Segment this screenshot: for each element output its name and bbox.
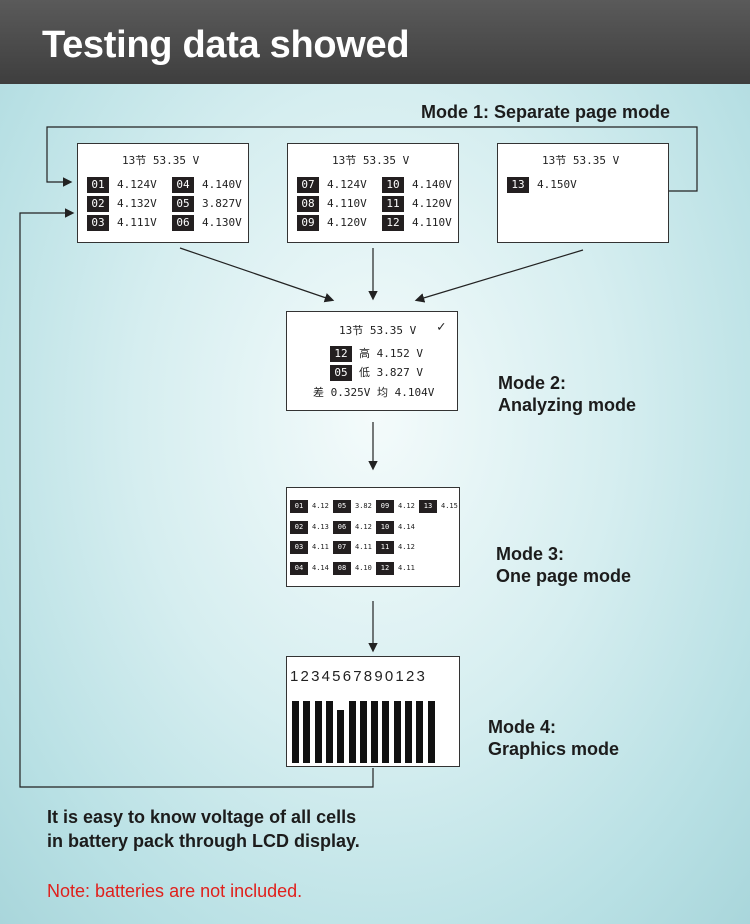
cell-id-badge: 07 (297, 177, 319, 193)
header-banner: Testing data showed (0, 0, 750, 84)
cell-id-badge: 13 (507, 177, 529, 193)
cell-voltage: 4.111V (117, 216, 157, 229)
mode4-screen: 1234567890123 (286, 656, 460, 767)
cell-number-row: 1234567890123 (290, 668, 428, 685)
cell-voltage: 4.10 (355, 563, 372, 572)
voltage-bar (314, 701, 322, 763)
cell-voltage: 4.124V (327, 178, 367, 191)
cell-voltage: 4.11 (312, 543, 329, 551)
cell-id-badge: 01 (290, 500, 308, 513)
mode3-screen: 01 4.12 05 3.82 09 4.12 13 4.15 02 4.13 06 4.12 10 4.… (286, 487, 460, 587)
cell-id-badge: 03 (87, 215, 109, 231)
cell-voltage: 4.132V (117, 197, 157, 210)
lcd-title: 13节 53.35 V (339, 324, 417, 337)
diff-average: 差 0.325V 均 4.104V (313, 386, 435, 399)
cell-id-badge: 05 (172, 196, 194, 212)
cell-voltage: 3.827V (202, 197, 242, 210)
low-cell-id: 05 (330, 365, 352, 381)
mode2-label-line2: Analyzing mode (498, 395, 637, 415)
cell-voltage: 4.12 (398, 502, 415, 510)
cell-id-badge: 02 (290, 520, 308, 534)
cell-voltage: 3.82 (355, 502, 372, 510)
cell-voltage: 4.13 (312, 522, 329, 531)
mode1-screen-1: 13节 53.35 V 01 4.124V 04 4.140V 02 4.132V 05 3.… (77, 143, 249, 243)
cell-id-badge: 07 (333, 541, 351, 554)
lcd-title: 13节 53.35 V (332, 154, 410, 167)
voltage-bar (382, 701, 390, 763)
cell-id-badge: 04 (290, 561, 308, 575)
cell-id-badge: 03 (290, 541, 308, 554)
caption-line2: in battery pack through LCD display. (47, 831, 360, 851)
voltage-bar (371, 701, 379, 763)
mode1-label: Mode 1: Separate page mode (421, 102, 671, 122)
mode3-label-line2: One page mode (496, 566, 632, 586)
cell-id-badge: 08 (333, 561, 351, 575)
caption-line1: It is easy to know voltage of all cells (47, 807, 357, 827)
mode2-label: Mode 2: Analyzing mode (498, 372, 636, 416)
note: Note: batteries are not included. (47, 881, 303, 901)
mode1-screen-2: 13节 53.35 V 07 4.124V 10 4.140V 08 4.110V 11 4.… (287, 143, 459, 243)
voltage-bar (405, 701, 412, 763)
cell-id-badge: 11 (382, 196, 404, 212)
lcd-title: 13节 53.35 V (542, 154, 620, 167)
voltage-bar (325, 701, 333, 763)
cell-voltage: 4.12 (355, 522, 372, 531)
voltage-bar (393, 701, 401, 763)
cell-voltage: 4.12 (398, 543, 415, 551)
cell-voltage: 4.14 (398, 522, 415, 531)
mode2-screen: 13节 53.35 V ✓ 12 高 4.152 V 05 低 3.827 V … (286, 311, 458, 411)
cell-voltage: 4.120V (327, 216, 367, 229)
cell-voltage: 4.11 (355, 543, 372, 551)
cell-id-badge: 09 (376, 500, 394, 513)
cell-id-badge: 06 (172, 215, 194, 231)
mode3-label: Mode 3: One page mode (496, 543, 631, 587)
mode1-screen-3: 13节 53.35 V 13 4.150V (497, 143, 669, 243)
cell-voltage: 4.110V (412, 216, 452, 229)
cell-id-badge: 01 (87, 177, 109, 193)
voltage-bar (292, 701, 299, 763)
high-voltage: 高 4.152 V (359, 347, 423, 360)
cell-voltage: 4.140V (412, 178, 452, 191)
page-title: Testing data showed (42, 24, 410, 66)
cell-id-badge: 12 (382, 215, 404, 231)
low-voltage: 低 3.827 V (359, 366, 423, 379)
cell-voltage: 4.120V (412, 197, 452, 210)
cell-voltage: 4.11 (398, 563, 415, 572)
mode2-label-line1: Mode 2: (498, 373, 567, 393)
cell-id-badge: 08 (297, 196, 319, 212)
voltage-bar (359, 701, 367, 763)
cell-id-badge: 13 (419, 500, 437, 513)
voltage-bar (348, 701, 356, 763)
cell-voltage: 4.15 (441, 502, 458, 510)
mode4-label: Mode 4: Graphics mode (488, 716, 619, 760)
check-icon: ✓ (437, 319, 446, 335)
lcd-title: 13节 53.35 V (122, 154, 200, 167)
voltage-bar (427, 701, 435, 763)
cell-voltage: 4.124V (117, 178, 157, 191)
cell-id-badge: 02 (87, 196, 109, 212)
cell-voltage: 4.140V (202, 178, 242, 191)
cell-id-badge: 09 (297, 215, 319, 231)
cell-id-badge: 04 (172, 177, 194, 193)
cell-id-badge: 10 (376, 520, 394, 534)
cell-voltage: 4.12 (312, 502, 329, 510)
mode4-label-line2: Graphics mode (488, 739, 620, 759)
high-cell-id: 12 (330, 346, 352, 362)
cell-voltage: 4.110V (327, 197, 367, 210)
cell-id-badge: 10 (382, 177, 404, 193)
cell-voltage: 4.14 (312, 563, 329, 572)
cell-id-badge: 06 (333, 520, 351, 534)
cell-id-badge: 12 (376, 561, 394, 575)
cell-voltage: 4.130V (202, 216, 242, 229)
mode3-label-line1: Mode 3: (496, 544, 565, 564)
cell-voltage: 4.150V (537, 178, 577, 191)
mode4-label-line1: Mode 4: (488, 717, 557, 737)
voltage-bar (303, 701, 311, 763)
cell-id-badge: 05 (333, 500, 351, 513)
voltage-bar (416, 701, 424, 763)
voltage-bar (337, 710, 345, 763)
cell-id-badge: 11 (376, 541, 394, 554)
caption: It is easy to know voltage of all cells … (47, 805, 360, 853)
